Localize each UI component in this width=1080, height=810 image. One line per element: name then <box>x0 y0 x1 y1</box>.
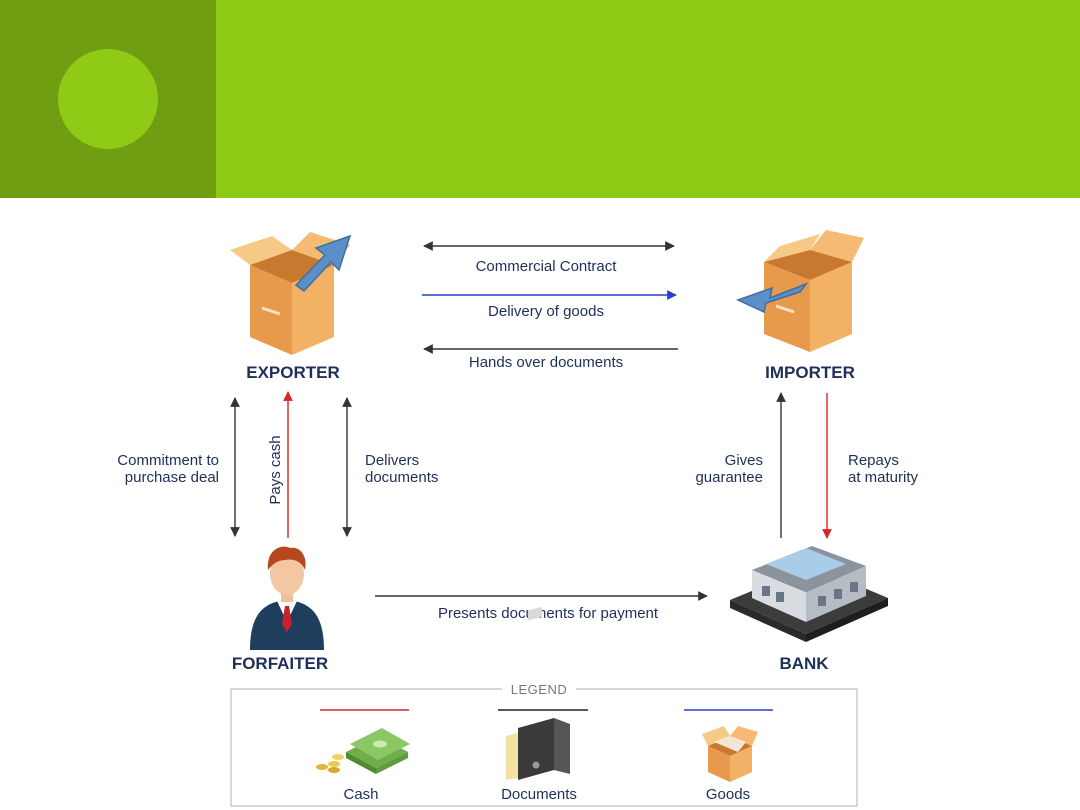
exporter-label: EXPORTER <box>246 363 340 382</box>
hands-over-documents-label: Hands over documents <box>469 354 623 371</box>
gives-label-line1: Gives <box>725 452 763 469</box>
pays-cash-label: Pays cash <box>267 435 284 504</box>
delivers-label-line1: Delivers <box>365 452 419 469</box>
bank-building-icon <box>730 546 888 642</box>
cash-icon <box>316 728 410 774</box>
importer-box-icon <box>736 230 864 352</box>
gives-label-line2: guarantee <box>695 469 763 486</box>
legend-label-cash: Cash <box>343 786 378 803</box>
commitment-label-line2: purchase deal <box>125 469 219 486</box>
forfaiter-person-icon <box>250 546 324 650</box>
commercial-contract-label: Commercial Contract <box>476 258 618 275</box>
box-icon <box>702 726 758 782</box>
header-circle-ornament <box>58 49 158 149</box>
legend-label-goods: Goods <box>706 786 750 803</box>
exporter-box-icon <box>230 232 352 355</box>
repays-label-line2: at maturity <box>848 469 919 486</box>
legend-title: LEGEND <box>511 682 567 697</box>
legend-frame <box>230 688 858 807</box>
forfaiter-label: FORFAITER <box>232 654 328 673</box>
bank-label: BANK <box>779 654 829 673</box>
importer-label: IMPORTER <box>765 363 855 382</box>
delivery-of-goods-label: Delivery of goods <box>488 303 604 320</box>
legend: LEGEND <box>230 606 858 807</box>
delivers-label-line2: documents <box>365 469 438 486</box>
presents-documents-label: Presents documents for payment <box>438 605 659 622</box>
header-banner <box>216 0 1080 198</box>
binder-icon <box>506 606 570 780</box>
legend-label-documents: Documents <box>501 786 577 803</box>
repays-label-line1: Repays <box>848 452 899 469</box>
commitment-label-line1: Commitment to <box>117 452 219 469</box>
